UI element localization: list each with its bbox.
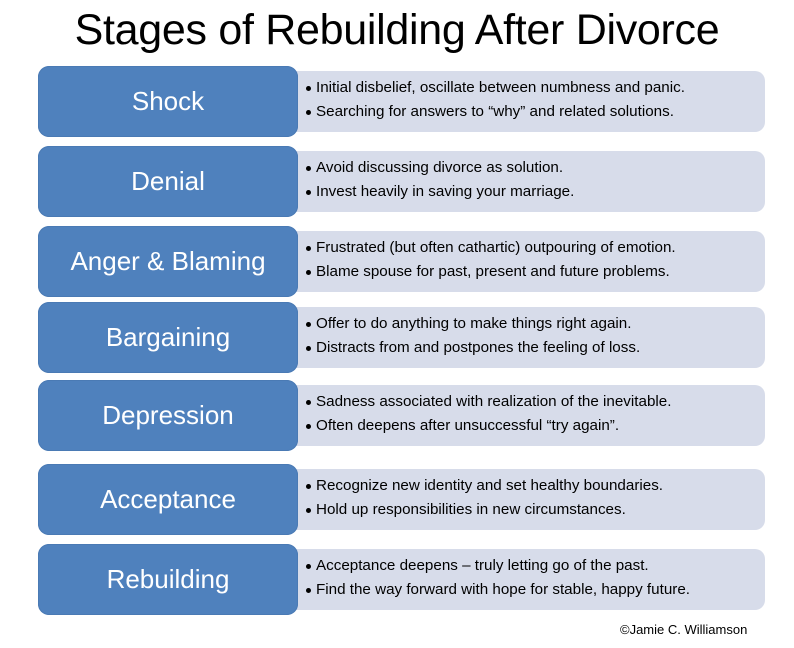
stage-label-box: Rebuilding [38, 544, 298, 615]
stage-label-box: Depression [38, 380, 298, 451]
bullet-item: Offer to do anything to make things righ… [306, 312, 765, 336]
bullet-item: Recognize new identity and set healthy b… [306, 474, 765, 498]
stage-label-box: Shock [38, 66, 298, 137]
stage-row-rebuilding: Acceptance deepens – truly letting go of… [0, 544, 794, 615]
stage-row-denial: Avoid discussing divorce as solution. In… [0, 146, 794, 217]
bullet-item: Sadness associated with realization of t… [306, 390, 765, 414]
stage-label-box: Bargaining [38, 302, 298, 373]
bullet-list: Avoid discussing divorce as solution. In… [306, 156, 765, 204]
bullet-item: Hold up responsibilities in new circumst… [306, 498, 765, 522]
bullet-item: Avoid discussing divorce as solution. [306, 156, 765, 180]
bullet-item: Invest heavily in saving your marriage. [306, 180, 765, 204]
stage-details: Acceptance deepens – truly letting go of… [290, 549, 765, 610]
stage-label-box: Acceptance [38, 464, 298, 535]
bullet-item: Initial disbelief, oscillate between num… [306, 76, 765, 100]
stage-details: Sadness associated with realization of t… [290, 385, 765, 446]
bullet-list: Recognize new identity and set healthy b… [306, 474, 765, 522]
bullet-item: Frustrated (but often cathartic) outpour… [306, 236, 765, 260]
bullet-item: Find the way forward with hope for stabl… [306, 578, 765, 602]
stage-label-box: Anger & Blaming [38, 226, 298, 297]
stage-row-shock: Initial disbelief, oscillate between num… [0, 66, 794, 137]
stage-details: Offer to do anything to make things righ… [290, 307, 765, 368]
stage-details: Frustrated (but often cathartic) outpour… [290, 231, 765, 292]
stage-row-acceptance: Recognize new identity and set healthy b… [0, 464, 794, 535]
stage-label-box: Denial [38, 146, 298, 217]
bullet-item: Blame spouse for past, present and futur… [306, 260, 765, 284]
bullet-list: Sadness associated with realization of t… [306, 390, 765, 438]
stage-row-bargaining: Offer to do anything to make things righ… [0, 302, 794, 373]
bullet-item: Often deepens after unsuccessful “try ag… [306, 414, 765, 438]
bullet-item: Searching for answers to “why” and relat… [306, 100, 765, 124]
stage-row-anger-blaming: Frustrated (but often cathartic) outpour… [0, 226, 794, 297]
stage-row-depression: Sadness associated with realization of t… [0, 380, 794, 451]
bullet-item: Distracts from and postpones the feeling… [306, 336, 765, 360]
bullet-list: Acceptance deepens – truly letting go of… [306, 554, 765, 602]
bullet-list: Initial disbelief, oscillate between num… [306, 76, 765, 124]
stage-details: Initial disbelief, oscillate between num… [290, 71, 765, 132]
stage-details: Avoid discussing divorce as solution. In… [290, 151, 765, 212]
bullet-list: Offer to do anything to make things righ… [306, 312, 765, 360]
copyright-credit: ©Jamie C. Williamson [620, 622, 748, 637]
stage-details: Recognize new identity and set healthy b… [290, 469, 765, 530]
bullet-list: Frustrated (but often cathartic) outpour… [306, 236, 765, 284]
bullet-item: Acceptance deepens – truly letting go of… [306, 554, 765, 578]
page-title: Stages of Rebuilding After Divorce [74, 6, 720, 54]
